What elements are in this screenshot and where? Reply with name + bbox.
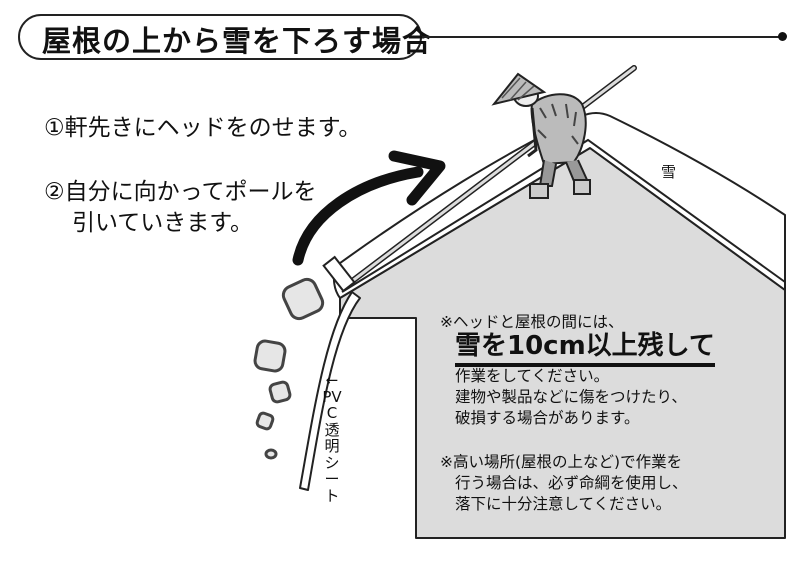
step-1: ①軒先きにヘッドをのせます。 — [44, 115, 362, 141]
snow-layer — [332, 112, 786, 299]
note-1-line-3: 建物や製品などに傷をつけたり、 — [455, 388, 687, 406]
step-2-line-2: 引いていきます。 — [72, 210, 254, 236]
note-2-line-1: ※高い場所(屋根の上など)で作業を — [440, 453, 683, 471]
snow-label: 雪 — [661, 163, 677, 181]
title-rule — [422, 36, 782, 38]
title-rule-dot — [778, 32, 787, 41]
rake-head — [322, 255, 356, 293]
pvc-sheet — [299, 291, 361, 491]
pull-direction-arrow — [292, 166, 424, 266]
roof-edge — [341, 138, 786, 293]
pvc-sheet-label: ←PVC透明シート — [322, 371, 342, 505]
note-2-line-2: 行う場合は、必ず命綱を使用し、 — [455, 474, 688, 492]
falling-snow — [253, 277, 325, 460]
note-2-line-3: 落下に十分注意してください。 — [455, 495, 672, 513]
note-1-emphasis: 雪を10cm以上残して — [455, 330, 715, 367]
pull-direction-arrowhead — [388, 150, 446, 206]
note-1-line-2: 作業をしてください。 — [455, 367, 610, 385]
person-figure — [491, 72, 591, 199]
title-frame — [18, 14, 422, 60]
step-2-line-1: ②自分に向かってポールを — [44, 179, 317, 205]
note-1-intro: ※ヘッドと屋根の間には、 — [440, 313, 624, 331]
note-1-line-4: 破損する場合があります。 — [455, 409, 640, 427]
page-title: 屋根の上から雪を下ろす場合 — [42, 24, 433, 58]
house-body — [339, 147, 786, 539]
